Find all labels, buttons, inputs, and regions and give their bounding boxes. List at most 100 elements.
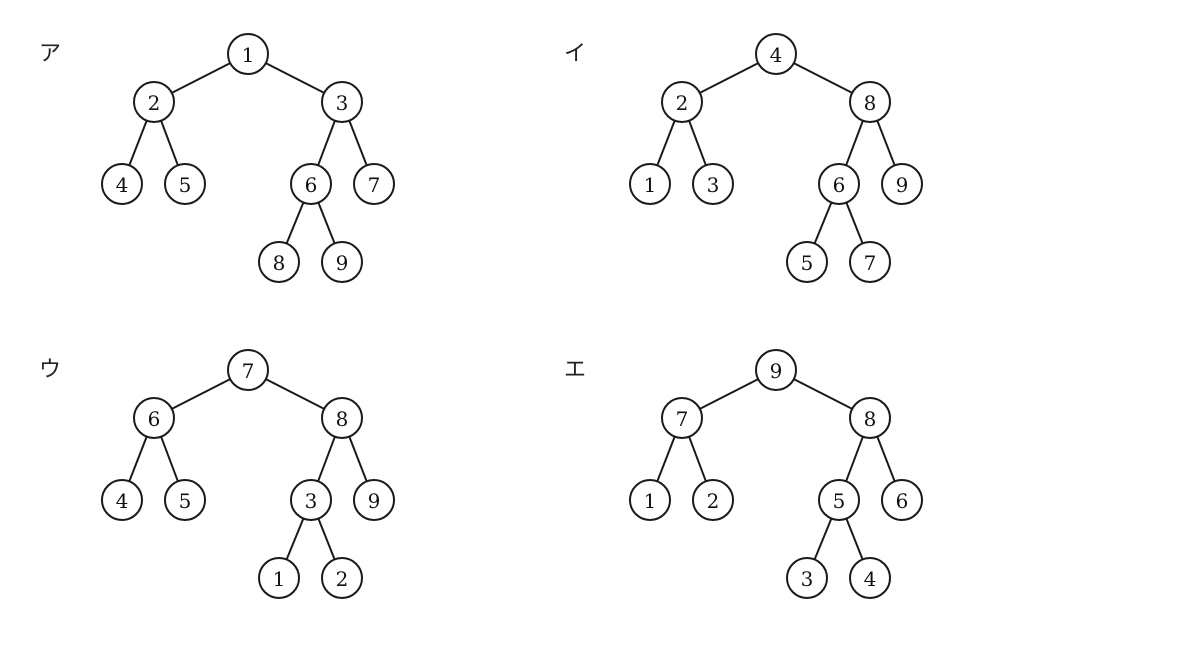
tree-node: 4 — [101, 479, 143, 521]
tree-edge — [813, 201, 833, 245]
node-value: 3 — [305, 489, 318, 513]
tree-node: 4 — [101, 163, 143, 205]
tree-edge — [656, 435, 676, 483]
node-value: 3 — [801, 567, 814, 591]
tree-edge — [845, 201, 864, 245]
tree-edge — [285, 201, 305, 245]
tree-node: 6 — [881, 479, 923, 521]
tree-node: 8 — [321, 397, 363, 439]
tree-edge — [317, 201, 336, 245]
node-value: 1 — [273, 567, 286, 591]
node-value: 8 — [864, 91, 877, 115]
tree-node: 5 — [164, 479, 206, 521]
node-circle — [321, 81, 363, 123]
tree-edge — [876, 435, 896, 483]
tree-edge — [845, 435, 864, 483]
tree-edge — [264, 378, 326, 410]
tree-node: 8 — [849, 397, 891, 439]
node-circle — [290, 479, 332, 521]
node-circle — [849, 397, 891, 439]
tree-edge — [317, 517, 336, 561]
node-circle — [353, 479, 395, 521]
node-circle — [353, 163, 395, 205]
tree-edge — [160, 119, 179, 167]
node-value: 2 — [707, 489, 720, 513]
tree-node: 1 — [629, 479, 671, 521]
node-value: 3 — [336, 91, 349, 115]
node-circle — [818, 163, 860, 205]
tree-edge — [170, 62, 232, 94]
tree-edge — [285, 517, 305, 561]
node-value: 6 — [305, 173, 318, 197]
node-circle — [786, 557, 828, 599]
tree-edge — [348, 119, 368, 167]
node-value: 8 — [864, 407, 877, 431]
node-value: 6 — [148, 407, 161, 431]
node-value: 4 — [770, 43, 783, 67]
node-value: 9 — [770, 359, 783, 383]
tree-edge — [876, 119, 896, 167]
node-value: 7 — [864, 251, 877, 275]
tree-label: イ — [564, 42, 586, 67]
node-circle — [881, 479, 923, 521]
tree-node: 2 — [692, 479, 734, 521]
node-circle — [818, 479, 860, 521]
node-circle — [849, 81, 891, 123]
tree-label: エ — [564, 358, 586, 383]
tree-node: 7 — [849, 241, 891, 283]
tree-node: 5 — [164, 163, 206, 205]
node-circle — [258, 557, 300, 599]
tree-edge — [688, 119, 707, 167]
node-value: 4 — [116, 173, 129, 197]
tree-node: 1 — [227, 33, 269, 75]
node-value: 7 — [242, 359, 255, 383]
tree-node: 2 — [133, 81, 175, 123]
node-value: 1 — [644, 173, 657, 197]
node-value: 2 — [148, 91, 161, 115]
tree-edge — [698, 378, 760, 410]
node-value: 9 — [368, 489, 381, 513]
tree-node: 3 — [692, 163, 734, 205]
node-circle — [133, 81, 175, 123]
node-value: 8 — [336, 407, 349, 431]
node-circle — [692, 479, 734, 521]
node-circle — [227, 349, 269, 391]
node-value: 5 — [179, 173, 192, 197]
tree-edge — [348, 435, 368, 483]
node-circle — [258, 241, 300, 283]
node-value: 1 — [644, 489, 657, 513]
tree-edge — [264, 62, 326, 94]
tree-node: 4 — [755, 33, 797, 75]
node-circle — [849, 557, 891, 599]
node-value: 8 — [273, 251, 286, 275]
node-value: 5 — [801, 251, 814, 275]
node-circle — [164, 479, 206, 521]
tree-edge — [792, 62, 854, 94]
tree-node: 7 — [227, 349, 269, 391]
tree-node: 7 — [661, 397, 703, 439]
tree-edge — [845, 517, 864, 561]
tree-edge — [317, 119, 336, 167]
tree-edge — [813, 517, 833, 561]
tree-node: 3 — [290, 479, 332, 521]
tree-node: 5 — [818, 479, 860, 521]
tree-node: 3 — [321, 81, 363, 123]
node-value: 5 — [179, 489, 192, 513]
tree-edge — [656, 119, 676, 167]
node-circle — [755, 349, 797, 391]
tree-edge — [845, 119, 864, 167]
node-circle — [290, 163, 332, 205]
tree-edge — [317, 435, 336, 483]
node-circle — [629, 163, 671, 205]
node-value: 4 — [116, 489, 129, 513]
node-value: 4 — [864, 567, 877, 591]
node-value: 7 — [368, 173, 381, 197]
tree-edge — [128, 435, 148, 483]
tree-node: 5 — [786, 241, 828, 283]
tree-node: 6 — [818, 163, 860, 205]
tree-edge — [688, 435, 707, 483]
tree-node: 2 — [661, 81, 703, 123]
